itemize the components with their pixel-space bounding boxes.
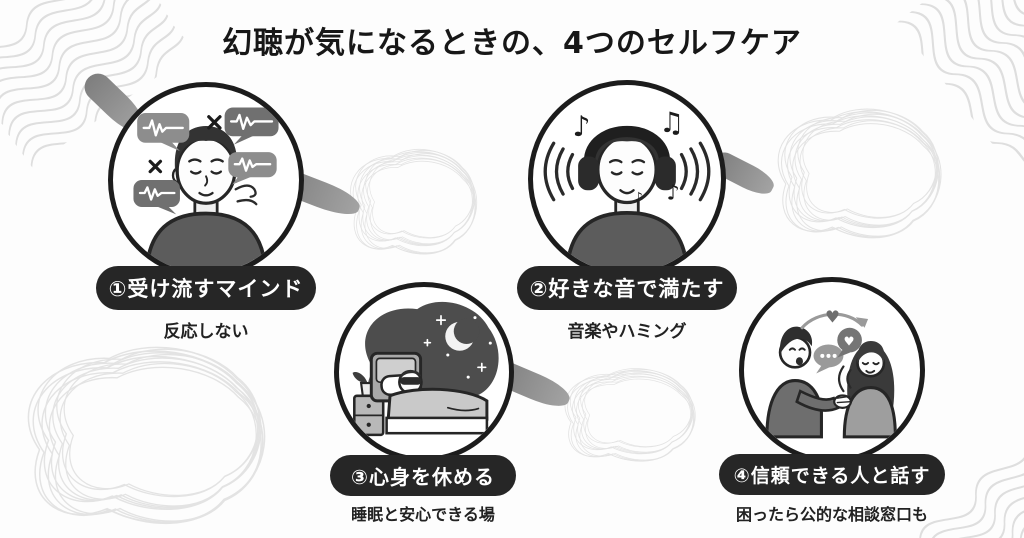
breath-swirl-icon — [234, 184, 258, 206]
x-mark-icon — [148, 159, 163, 174]
voice-bubble-icon — [224, 107, 279, 145]
music-note-icon: ♪ — [666, 181, 679, 205]
listener-woman — [842, 340, 897, 439]
empathy-arrow-icon — [800, 312, 869, 330]
squiggle-cloud-left-icon — [5, 335, 295, 538]
two-people-talking-illustration: ♥ ♥ — [765, 306, 897, 439]
step3-sub-caption: 睡眠と安心できる場 — [351, 505, 495, 524]
eye-mask-icon — [400, 377, 422, 385]
crescent-moon-icon — [445, 318, 480, 351]
voice-bubble-icon — [228, 152, 277, 185]
voice-bubble-icon — [133, 180, 180, 215]
sound-waves-icon — [543, 141, 711, 202]
music-note-icon: ♫ — [659, 106, 684, 139]
svg-text:♥: ♥ — [843, 334, 854, 348]
step1-label-pill: ①受け流すマインド — [96, 266, 316, 310]
x-mark-icon — [207, 115, 222, 130]
bed-icon — [369, 351, 489, 435]
step1-illustration-circle — [108, 82, 304, 278]
step2-sub-caption: 音楽やハミング — [567, 322, 687, 342]
step2-label-pill: ②好きな音で満たす — [517, 266, 737, 310]
star-dots — [446, 316, 492, 379]
step3-illustration-circle — [334, 282, 514, 462]
headphones-person-illustration: ♪ ♫ ♪ ♪ — [543, 106, 711, 273]
step4-label-pill: ④信頼できる人と話す — [719, 454, 945, 495]
step4-sub-caption: 困ったら公的な相談窓口も — [735, 505, 928, 524]
music-note-icon: ♪ — [572, 110, 590, 143]
squiggle-cloud-middle-icon — [338, 142, 493, 264]
step4-illustration-circle: ♥ ♥ — [739, 277, 925, 463]
step3-label-pill: ③心身を休める — [330, 455, 516, 496]
step2-illustration-circle: ♪ ♫ ♪ ♪ — [528, 80, 726, 278]
voice-bubble-icon — [137, 113, 190, 152]
speaker-man — [765, 326, 853, 439]
listening-waves-icon — [837, 365, 852, 393]
heart-speech-bubble-icon: ♥ — [837, 327, 862, 358]
squiggle-cloud-right-icon — [762, 100, 962, 250]
music-note-icon: ♪ — [635, 191, 643, 206]
squiggle-cloud-bottom-middle-icon — [552, 362, 712, 470]
page-title: 幻聴が気になるときの、4つのセルフケア — [222, 26, 802, 61]
sleeping-person-illustration — [352, 301, 499, 437]
heart-icon: ♥ — [825, 306, 840, 326]
stars-icon — [423, 315, 487, 372]
headphones-icon — [578, 126, 676, 191]
dots-speech-bubble-icon — [813, 344, 844, 374]
step1-sub-caption: 反応しない — [163, 322, 249, 342]
calm-person-illustration — [133, 107, 279, 273]
